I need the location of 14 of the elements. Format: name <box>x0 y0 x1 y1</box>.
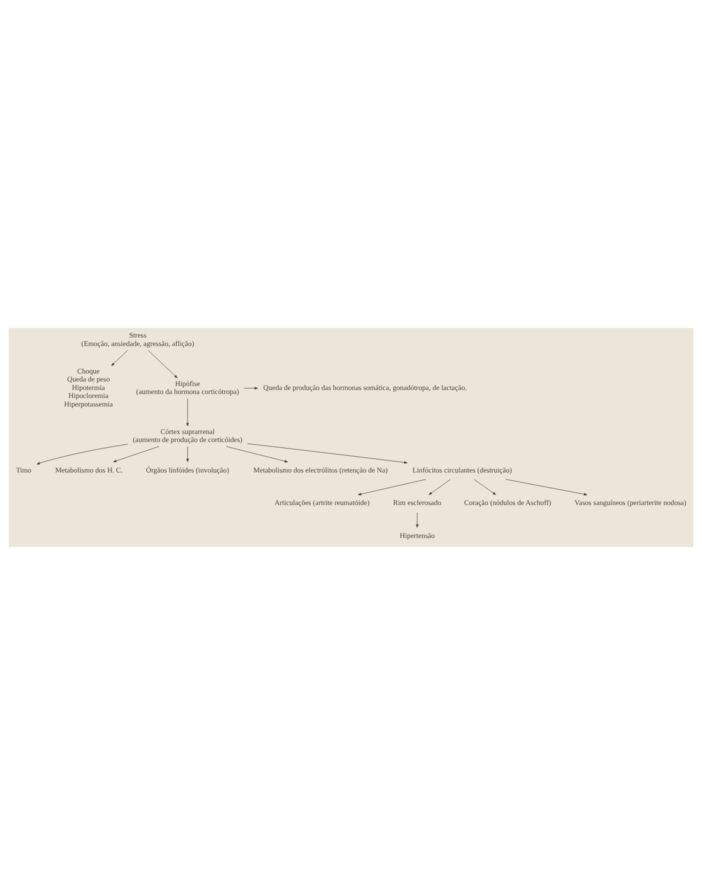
arrow <box>186 446 189 462</box>
arrow <box>148 350 178 378</box>
arrow <box>113 446 160 462</box>
arrow <box>428 479 451 495</box>
arrow <box>506 479 588 496</box>
arrow <box>186 398 189 426</box>
arrow <box>36 444 128 464</box>
arrow <box>358 479 426 496</box>
arrow <box>244 386 258 390</box>
arrow <box>247 443 408 464</box>
arrow <box>416 512 418 528</box>
arrow <box>111 350 128 366</box>
arrow <box>226 446 288 462</box>
arrow <box>474 479 496 495</box>
